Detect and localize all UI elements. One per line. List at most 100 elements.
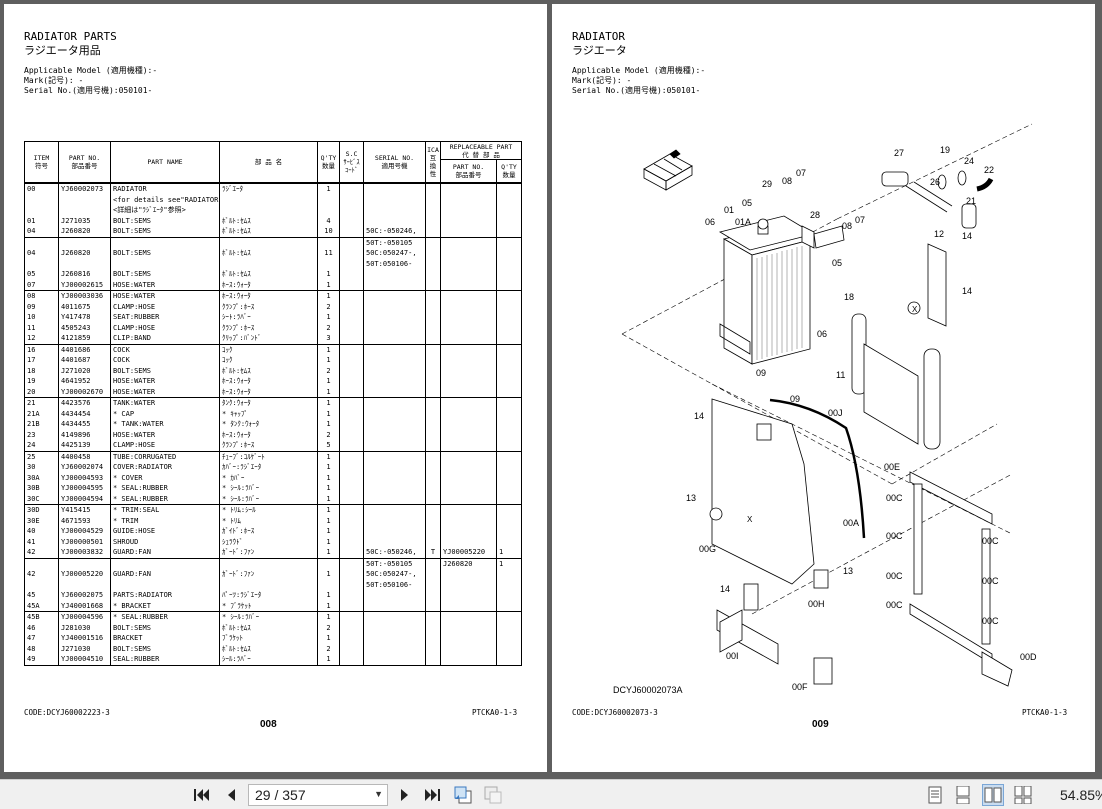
two-page-view-button[interactable] [982,784,1004,806]
cell-part: YJ00004529 [58,526,111,537]
cell-rpart [440,622,497,633]
cell-part: 4401686 [58,343,111,355]
cell-jp: ﾎｰｽ:ｳｫｰﾀ [219,386,318,398]
cell-jp [219,258,318,269]
title-jp: ラジエータ [572,44,627,57]
last-page-button[interactable] [422,784,444,806]
cell-jp: ﾀﾝｸ:ｳｫｰﾀ [219,397,318,409]
callout-label: 24 [964,156,974,166]
go-back-view-button[interactable] [452,784,474,806]
mark: Mark(記号): - [572,76,632,85]
cell-jp: ｶﾞｰﾄﾞ:ﾌｧﾝ [219,569,318,580]
header-line: ｺｰﾄﾞ [345,166,358,174]
x-mark: X [912,305,918,314]
cell-rpart [440,269,497,280]
cell-serial [363,205,426,216]
cell-ica [425,450,441,462]
cell-qty: 1 [317,611,340,623]
cell-rpart [440,182,497,195]
lower-parts [716,569,833,685]
cell-part: J271030 [58,643,111,654]
cell-rqty [496,450,522,462]
cell-part: J260820 [58,248,111,259]
cell-serial [363,397,426,409]
cell-sc [339,376,364,387]
two-page-continuous-icon [1014,786,1032,804]
header-line: PART NO. [68,154,101,162]
cell-rqty [496,472,522,483]
radiator-exploded-diagram: 271924222621290807050101A062808070512141… [552,4,1037,692]
cell-jp: ｺｯｸ [219,355,318,366]
header-line: 換 [429,162,437,170]
prev-page-button[interactable] [220,784,242,806]
cell-serial [363,590,426,601]
header-line: 適用号機 [381,162,408,170]
cell-name: <詳細は"ﾗｼﾞｴｰﾀ"参照> [110,205,220,216]
cell-rqty [496,536,522,547]
header-line: ICA [427,146,439,154]
cell-rqty [496,290,522,302]
cell-item [24,205,59,216]
cell-item: 25 [24,450,59,462]
cell-item: 46 [24,622,59,633]
cell-rqty [496,611,522,623]
cell-rqty [496,322,522,333]
cell-name: COCK [110,343,220,355]
header-line: SERIAL NO. [374,154,415,162]
chevron-left-icon [228,789,235,801]
x-mark: X [747,515,753,524]
cell-rpart [440,654,497,666]
cell-rqty [496,258,522,269]
cell-name: COCK [110,355,220,366]
cell-jp: * ﾀﾝｸ:ｳｫｰﾀ [219,419,318,430]
cell-qty: 5 [317,440,340,451]
cell-sc [339,397,364,409]
cell-sc [339,526,364,537]
cell-rqty [496,633,522,644]
cell-sc [339,301,364,312]
cell-serial [363,504,426,516]
cell-rqty [496,493,522,505]
single-page-view-button[interactable] [924,784,946,806]
page-number-selector[interactable]: 29 / 357 ▼ [248,784,388,806]
table-row: <for details see"RADIATOR"> [24,194,522,205]
cell-name [110,258,220,269]
zoom-level[interactable]: 54.85% [1060,787,1102,803]
header-line: 部品番号 [455,171,482,179]
cell-item: 12 [24,333,59,344]
cell-jp: ｼｰﾄ:ﾗﾊﾞｰ [219,312,318,323]
continuous-view-button[interactable] [952,784,974,806]
cell-rpart [440,633,497,644]
cell-rpart [440,258,497,269]
forward-view-icon [484,786,502,804]
two-page-continuous-button[interactable] [1012,784,1034,806]
cell-jp [219,557,318,569]
cell-serial [363,429,426,440]
hose-top [881,170,994,229]
cell-ica [425,333,441,344]
cell-part: YJ40001668 [58,600,111,612]
cell-serial [363,301,426,312]
cell-part: 4423576 [58,397,111,409]
cell-rqty [496,355,522,366]
cell-rqty [496,397,522,409]
go-forward-view-button[interactable] [482,784,504,806]
cell-item: 20 [24,386,59,398]
cell-serial [363,526,426,537]
cell-jp: ｼｰﾙ:ﾗﾊﾞｰ [219,654,318,666]
header-line: 性 [429,170,437,178]
cell-item: 45A [24,600,59,612]
first-page-button[interactable] [190,784,212,806]
first-page-icon [194,789,209,801]
next-page-button[interactable] [394,784,416,806]
cell-jp: ﾎﾞﾙﾄ:ｾﾑｽ [219,643,318,654]
cell-sc [339,194,364,205]
